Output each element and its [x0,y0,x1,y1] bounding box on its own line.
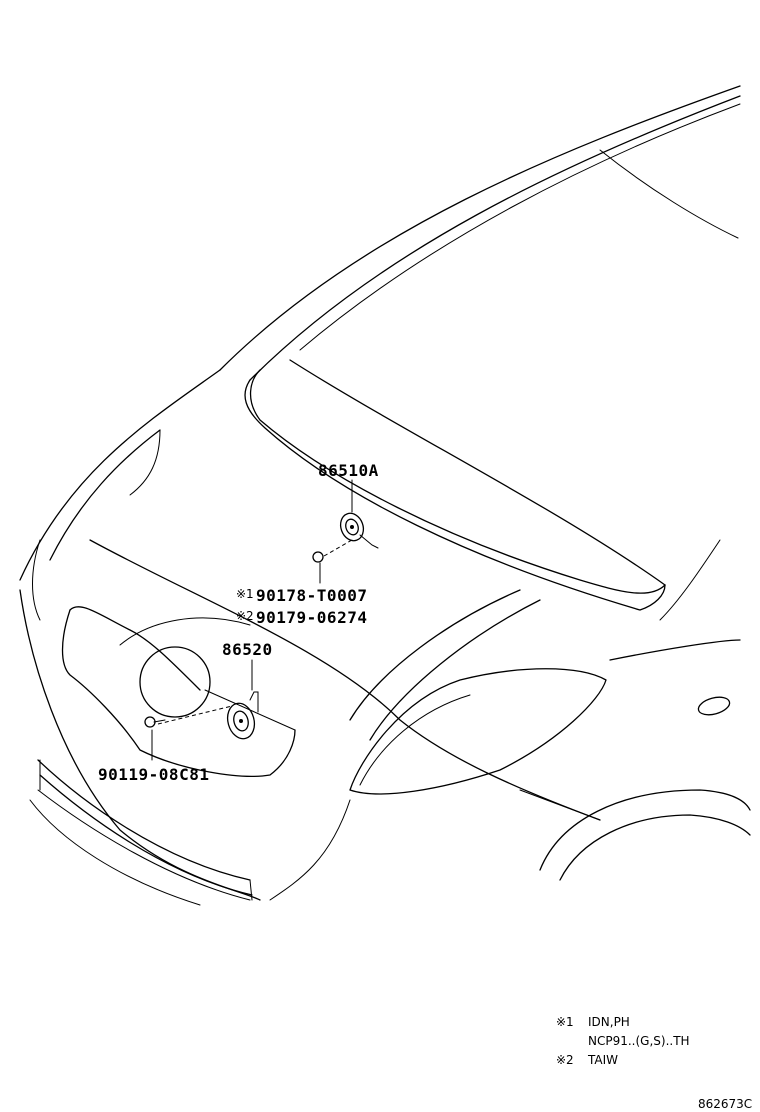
footnote-text-continued: NCP91..(G,S)..TH [588,1034,690,1048]
horn-low-drawing [144,691,259,740]
footnote-text-2: TAIW [587,1053,618,1067]
label-horn-low: 86520 [222,640,273,659]
footnote-mark-1: ※1 [556,1015,574,1029]
footnote-mark-2: ※2 [556,1053,574,1067]
horn-low-leader [151,659,253,761]
label-nut-variant-2: 90179-06274 [256,608,367,627]
label-nut-mark-1: ※1 [236,587,254,601]
label-bolt: 90119-08C81 [98,765,209,784]
label-horn-high: 86510A [318,461,379,480]
footnotes: ※1 IDN,PH NCP91..(G,S)..TH ※2 TAIW [556,1015,690,1067]
horn-high-drawing [312,512,379,563]
footnote-text-1: IDN,PH [588,1015,630,1029]
label-nut-variant-1: 90178-T0007 [256,586,367,605]
horn-high-leader [319,479,353,584]
car-body-outline [19,85,751,906]
label-nut-mark-2: ※2 [236,609,254,623]
catalog-code: 862673C [698,1097,752,1111]
